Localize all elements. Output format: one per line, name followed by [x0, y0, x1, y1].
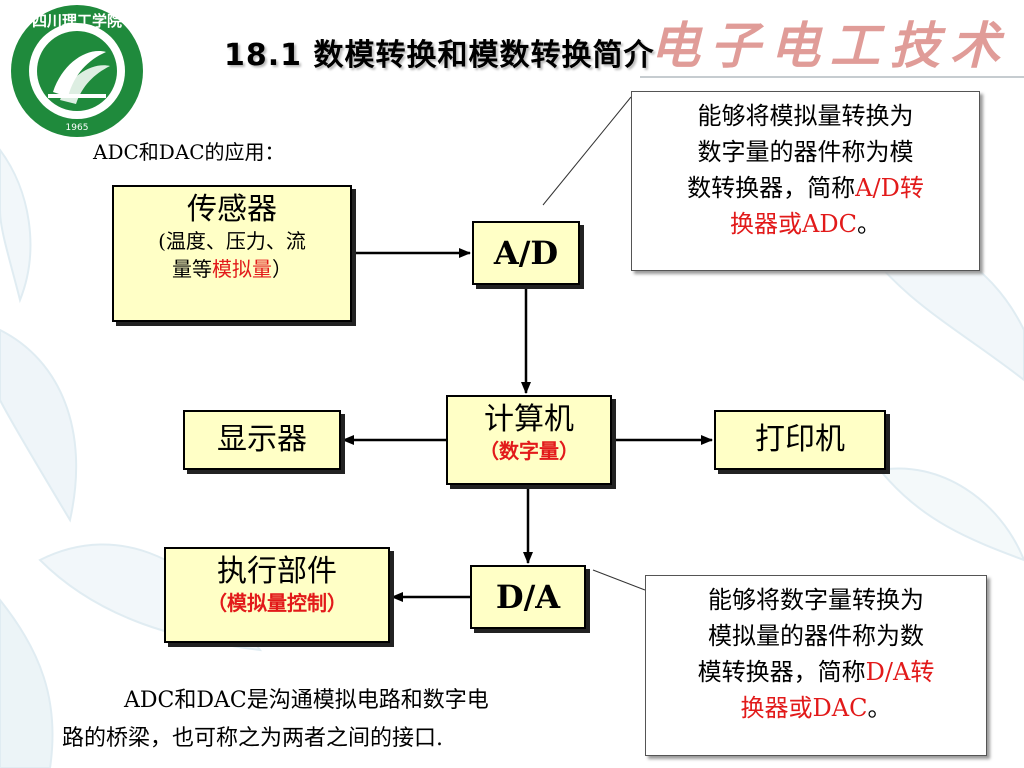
intro-label: ADC和DAC的应用：	[93, 140, 285, 164]
sensor-line2: 量等模拟量）	[172, 257, 292, 281]
callout-da-pointer	[592, 569, 646, 591]
actuator-title: 执行部件	[217, 554, 337, 589]
ad-converter-box: A/D	[472, 221, 580, 285]
computer-box: 计算机 （数字量）	[446, 395, 612, 485]
leaf-background-decoration	[0, 148, 1024, 768]
university-logo: 四川理工学院 1965	[11, 5, 143, 137]
svg-text:四川理工学院: 四川理工学院	[32, 12, 122, 30]
sensor-box: 传感器 (温度、压力、流 量等模拟量）	[112, 185, 352, 322]
actuator-box: 执行部件 （模拟量控制）	[164, 547, 390, 643]
brand-underline	[640, 76, 1024, 78]
sensor-title: 传感器	[187, 192, 277, 227]
computer-title: 计算机	[484, 402, 574, 437]
callout-ad-pointer	[542, 96, 632, 206]
callout-adc-definition: 能够将模拟量转换为 数字量的器件称为模 数转换器，简称A/D转 换器或ADC。	[631, 91, 980, 271]
printer-box: 打印机	[714, 410, 886, 470]
actuator-subtitle: （模拟量控制）	[207, 591, 347, 615]
display-box: 显示器	[183, 410, 341, 470]
callout-dac-definition: 能够将数字量转换为 模拟量的器件称为数 模转换器，简称D/A转 换器或DAC。	[645, 575, 987, 756]
computer-subtitle: （数字量）	[479, 439, 579, 463]
course-brand: 电子电工技术	[650, 16, 1010, 75]
sensor-line1: (温度、压力、流	[158, 229, 306, 253]
svg-text:1965: 1965	[66, 123, 89, 133]
summary-text: ADC和DAC是沟通模拟电路和数字电 路的桥梁，也可称之为两者之间的接口.	[62, 688, 489, 751]
page-title: 18.1 数模转换和模数转换简介	[224, 38, 655, 73]
da-converter-box: D/A	[470, 565, 586, 629]
